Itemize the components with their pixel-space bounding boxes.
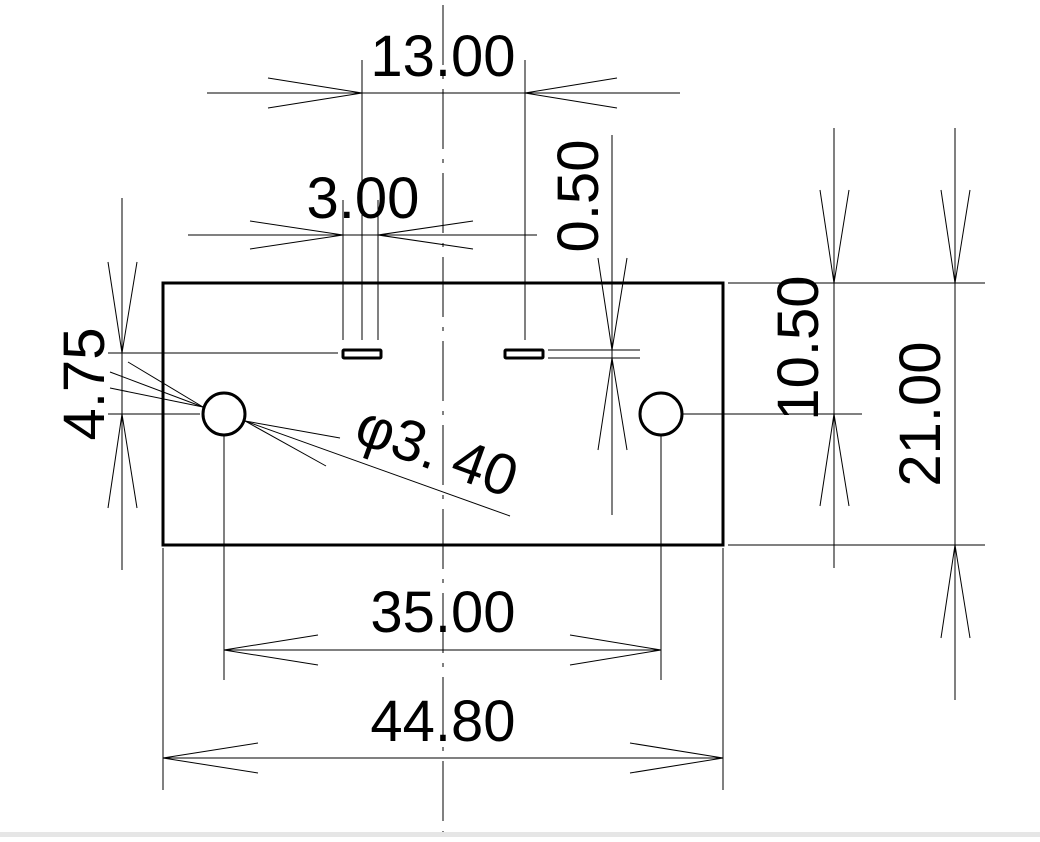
- dim-hole-pitch-label: 35.00: [370, 580, 515, 645]
- mounting-hole-left: [201, 391, 247, 437]
- dim-hole-diameter-leader: [109, 361, 511, 517]
- slot-right: [503, 348, 545, 360]
- dim-top-pitch: [207, 60, 680, 340]
- dim-slot-height-label: 0.50: [546, 140, 611, 253]
- dim-total-height: [728, 128, 985, 700]
- dim-hole-diameter-label: φ3. 40: [348, 392, 527, 510]
- dim-slot-width-label: 3.00: [307, 166, 420, 231]
- dim-half-height-label: 10.50: [766, 275, 831, 420]
- dim-hole-pitch: [223, 435, 662, 680]
- slot-left: [341, 348, 383, 360]
- dim-slot-height: [548, 135, 640, 515]
- dim-hole-offset: [107, 198, 338, 570]
- dim-total-width-label: 44.80: [370, 689, 515, 754]
- dim-total-width: [162, 548, 724, 790]
- dim-top-pitch-label: 13.00: [370, 24, 515, 89]
- dim-hole-offset-label: 4.75: [52, 328, 117, 441]
- bottom-edge-strip: [0, 832, 1040, 837]
- dim-total-height-label: 21.00: [888, 341, 953, 486]
- dim-half-height: [683, 128, 862, 568]
- mounting-hole-right: [638, 391, 684, 437]
- dim-slot-width: [188, 200, 537, 340]
